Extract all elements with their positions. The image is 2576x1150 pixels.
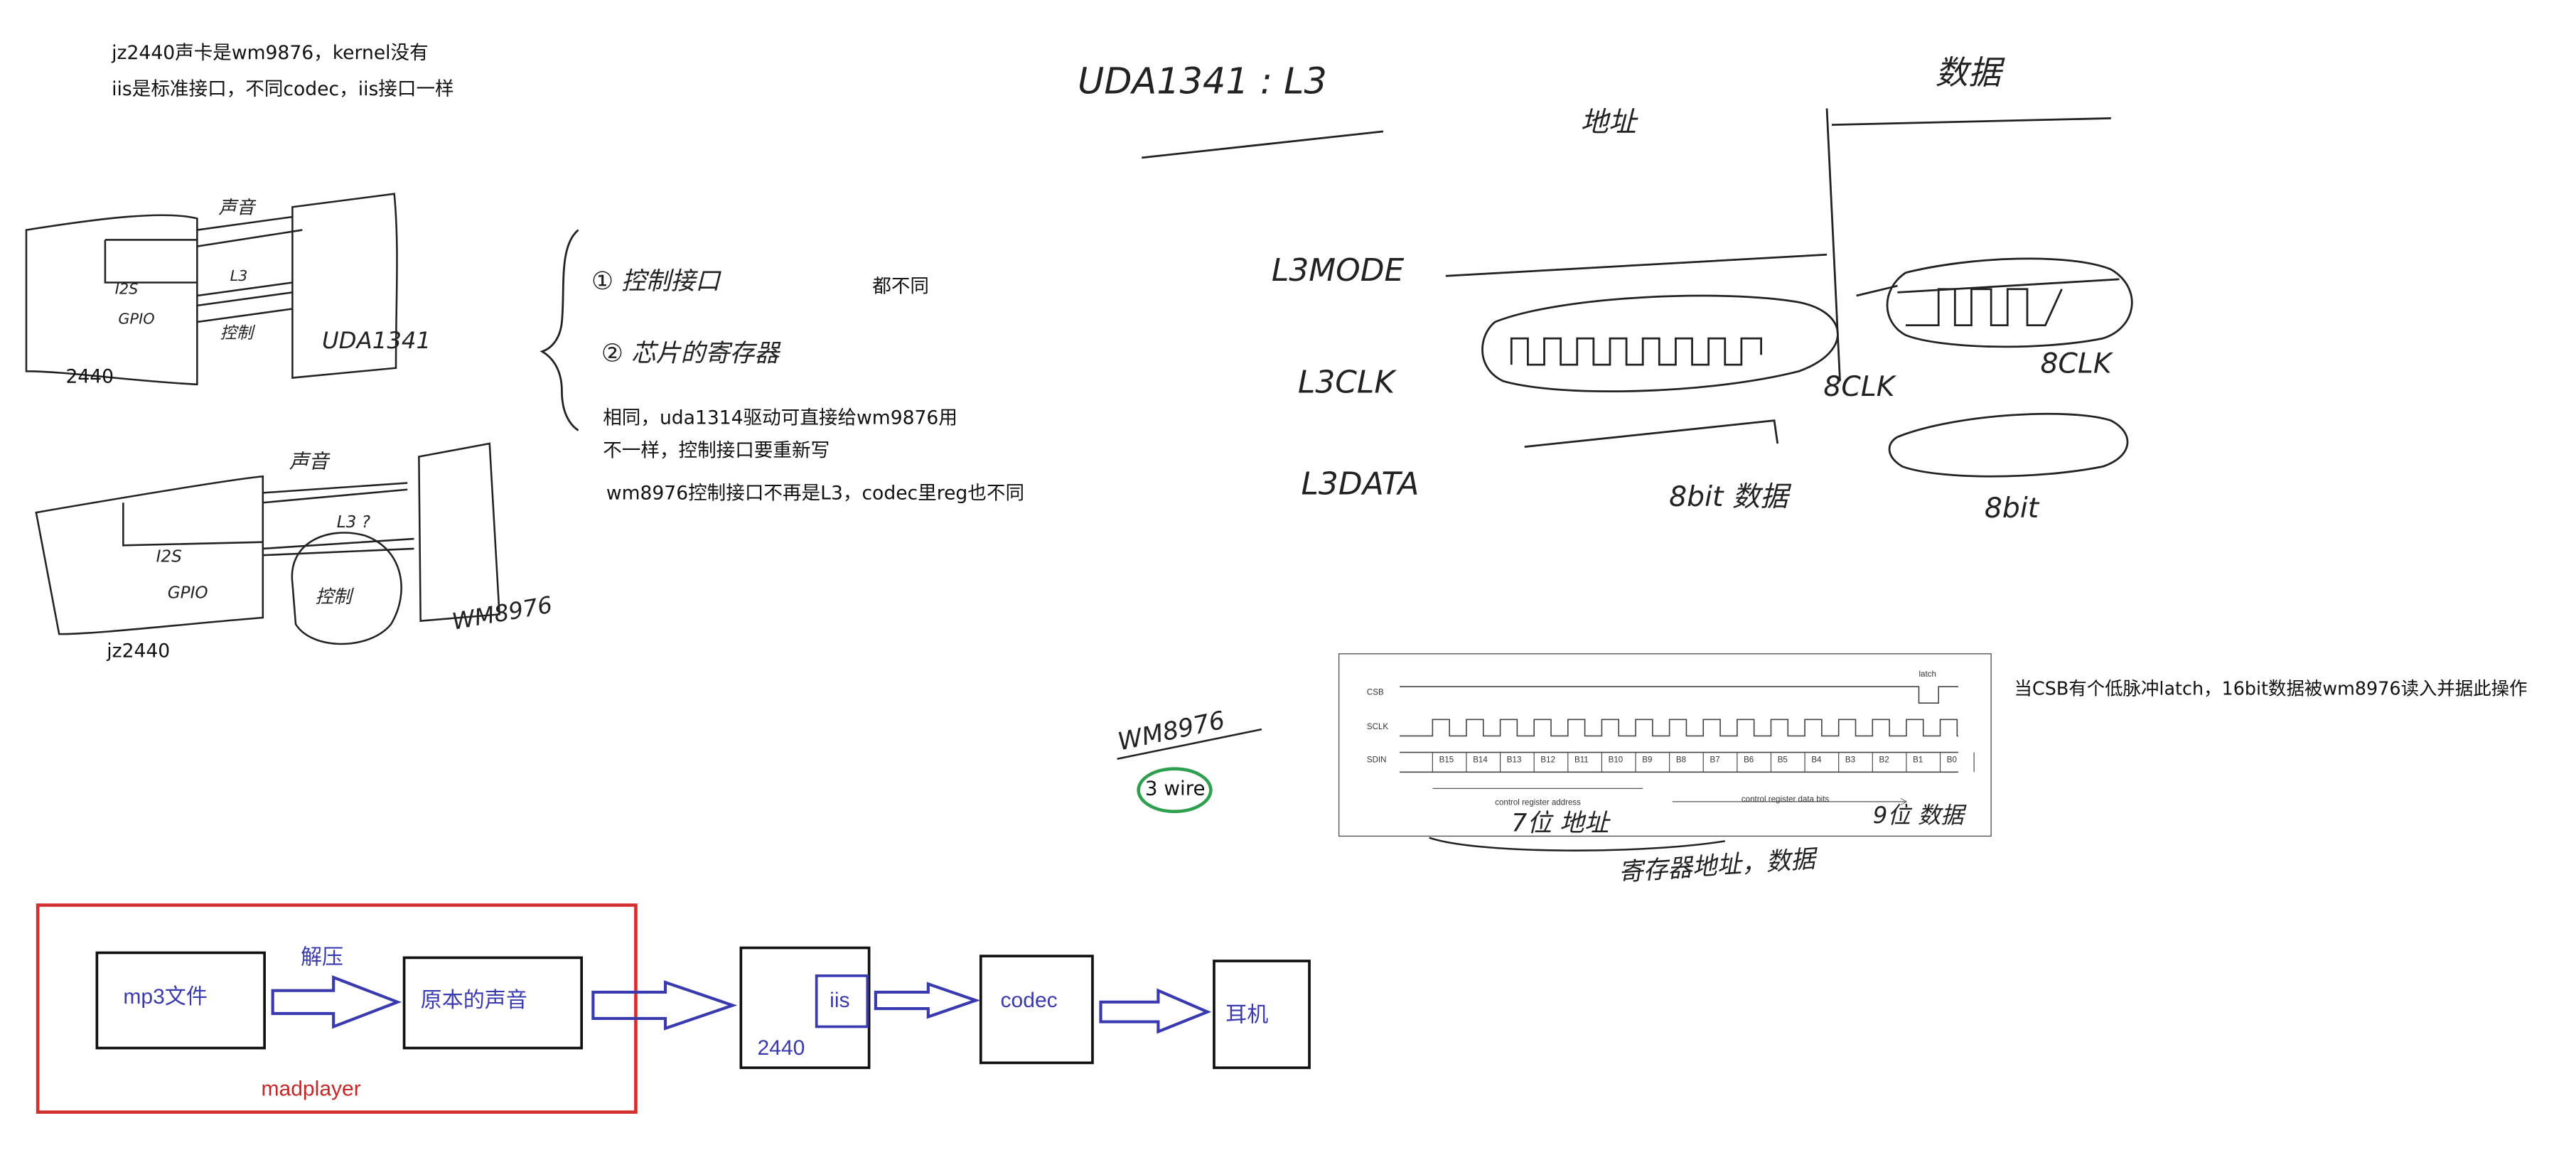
sketch1-gpio: GPIO [118, 312, 155, 329]
data-hand: 9位 数据 [1872, 803, 1964, 830]
three-wire-circle [1137, 767, 1213, 814]
sdin-bit-label: B10 [1608, 756, 1624, 766]
label-8bit: 8bit [1984, 493, 2039, 526]
addr-caption: control register address [1495, 798, 1581, 809]
timing-csb: CSB [1366, 688, 1384, 699]
label-l3mode: L3MODE [1271, 252, 1405, 289]
iis-box [815, 974, 869, 1028]
note-csb-latch: 当CSB有个低脉冲latch，16bit数据被wm8976读入并据此操作 [2014, 678, 2528, 700]
sketch2-ctrl: 控制 [315, 586, 352, 608]
sdin-bit-label: B9 [1642, 756, 1653, 766]
addr-hand: 7位 地址 [1511, 808, 1609, 838]
flow-raw-sound: 原本的声音 [420, 987, 527, 1012]
flow-mp3-file: mp3文件 [123, 984, 208, 1009]
data-caption: control register data bits [1741, 795, 1830, 805]
sketch1-i2s: I2S [114, 282, 139, 299]
sketch1-l3: L3 [230, 269, 248, 286]
sdin-bit-label: B0 [1946, 756, 1957, 766]
flow-arrows [271, 975, 1212, 1034]
l3-data: 数据 [1935, 52, 2002, 92]
timing-sdin: SDIN [1366, 756, 1387, 766]
flow-boxes [95, 946, 1311, 1070]
sketch2-board: jz2440 [107, 639, 171, 662]
note-same: 相同，uda1314驱动可直接给wm9876用 [603, 405, 957, 429]
sdin-cells [1432, 752, 1975, 773]
sdin-bit-label: B3 [1845, 756, 1856, 766]
madplayer-box [36, 903, 638, 1114]
label-8clk-a: 8CLK [1823, 371, 1895, 404]
sclk-wave [1400, 719, 1958, 737]
l3-title: UDA1341 : L3 [1078, 62, 1327, 104]
sketch1-ctrl: 控制 [220, 325, 253, 344]
sketch2-gpio: GPIO [167, 584, 208, 603]
flow-madplayer: madplayer [261, 1075, 361, 1101]
sdin-bit-label: B7 [1710, 756, 1720, 766]
sketch2-sound: 声音 [289, 450, 329, 473]
sdin-bit-label: B5 [1777, 756, 1788, 766]
sketch1-board: 2440 [65, 365, 114, 388]
l3-diagram-lines [1142, 108, 2133, 478]
brace [540, 229, 579, 431]
flow-board-2440: 2440 [757, 1035, 805, 1060]
note-wm8976-control: wm8976控制接口不再是L3，codec里reg也不同 [606, 481, 1025, 505]
sketch1-chip: UDA1341 [321, 328, 431, 355]
sdin-bit-label: B15 [1439, 756, 1454, 766]
label-8clk-b: 8CLK [2040, 348, 2112, 382]
sketch-udah1341 [25, 193, 398, 386]
sdin-bit-label: B8 [1675, 756, 1687, 766]
sdin-bit-label: B6 [1744, 756, 1754, 766]
brace-item-2: ② 芯片的寄存器 [601, 338, 780, 368]
sdin-bit-label: B12 [1540, 756, 1556, 766]
timing-signals [1400, 686, 1958, 773]
sdin-bit-label: B13 [1506, 756, 1522, 766]
note-different: 不一样，控制接口要重新写 [603, 439, 830, 462]
flow-iis: iis [830, 987, 850, 1012]
sdin-bit-label: B2 [1879, 756, 1889, 766]
brace-item-1: ① 控制接口 [591, 266, 720, 296]
label-three-wire: 3 wire [1144, 777, 1206, 800]
timing-latch: latch [1918, 670, 1936, 680]
sdin-bit-label: B11 [1574, 756, 1589, 766]
note-line-2: iis是标准接口，不同codec，iis接口一样 [112, 77, 454, 100]
note-line-1: jz2440声卡是wm9876，kernel没有 [112, 41, 429, 65]
flow-codec: codec [1000, 987, 1058, 1012]
sketch2-i2s: I2S [156, 548, 182, 567]
flow-decode: 解压 [300, 944, 344, 969]
timing-sclk: SCLK [1366, 722, 1389, 733]
sketch-wm8976 [35, 442, 500, 645]
sketch2-l3-question: L3 ? [336, 514, 370, 532]
sketch1-sound: 声音 [218, 197, 255, 219]
l3-address: 地址 [1580, 107, 1636, 140]
timing-box [1338, 653, 1992, 837]
note-all-different: 都不同 [872, 274, 929, 298]
label-8bit-data: 8bit 数据 [1669, 481, 1788, 515]
sdin-bit-label: B1 [1913, 756, 1923, 766]
label-l3data: L3DATA [1301, 466, 1420, 503]
sdin-bit-label: B14 [1473, 756, 1488, 766]
label-l3clk: L3CLK [1297, 365, 1395, 401]
flow-earphone: 耳机 [1225, 1001, 1269, 1027]
sdin-bit-label: B4 [1811, 756, 1822, 766]
